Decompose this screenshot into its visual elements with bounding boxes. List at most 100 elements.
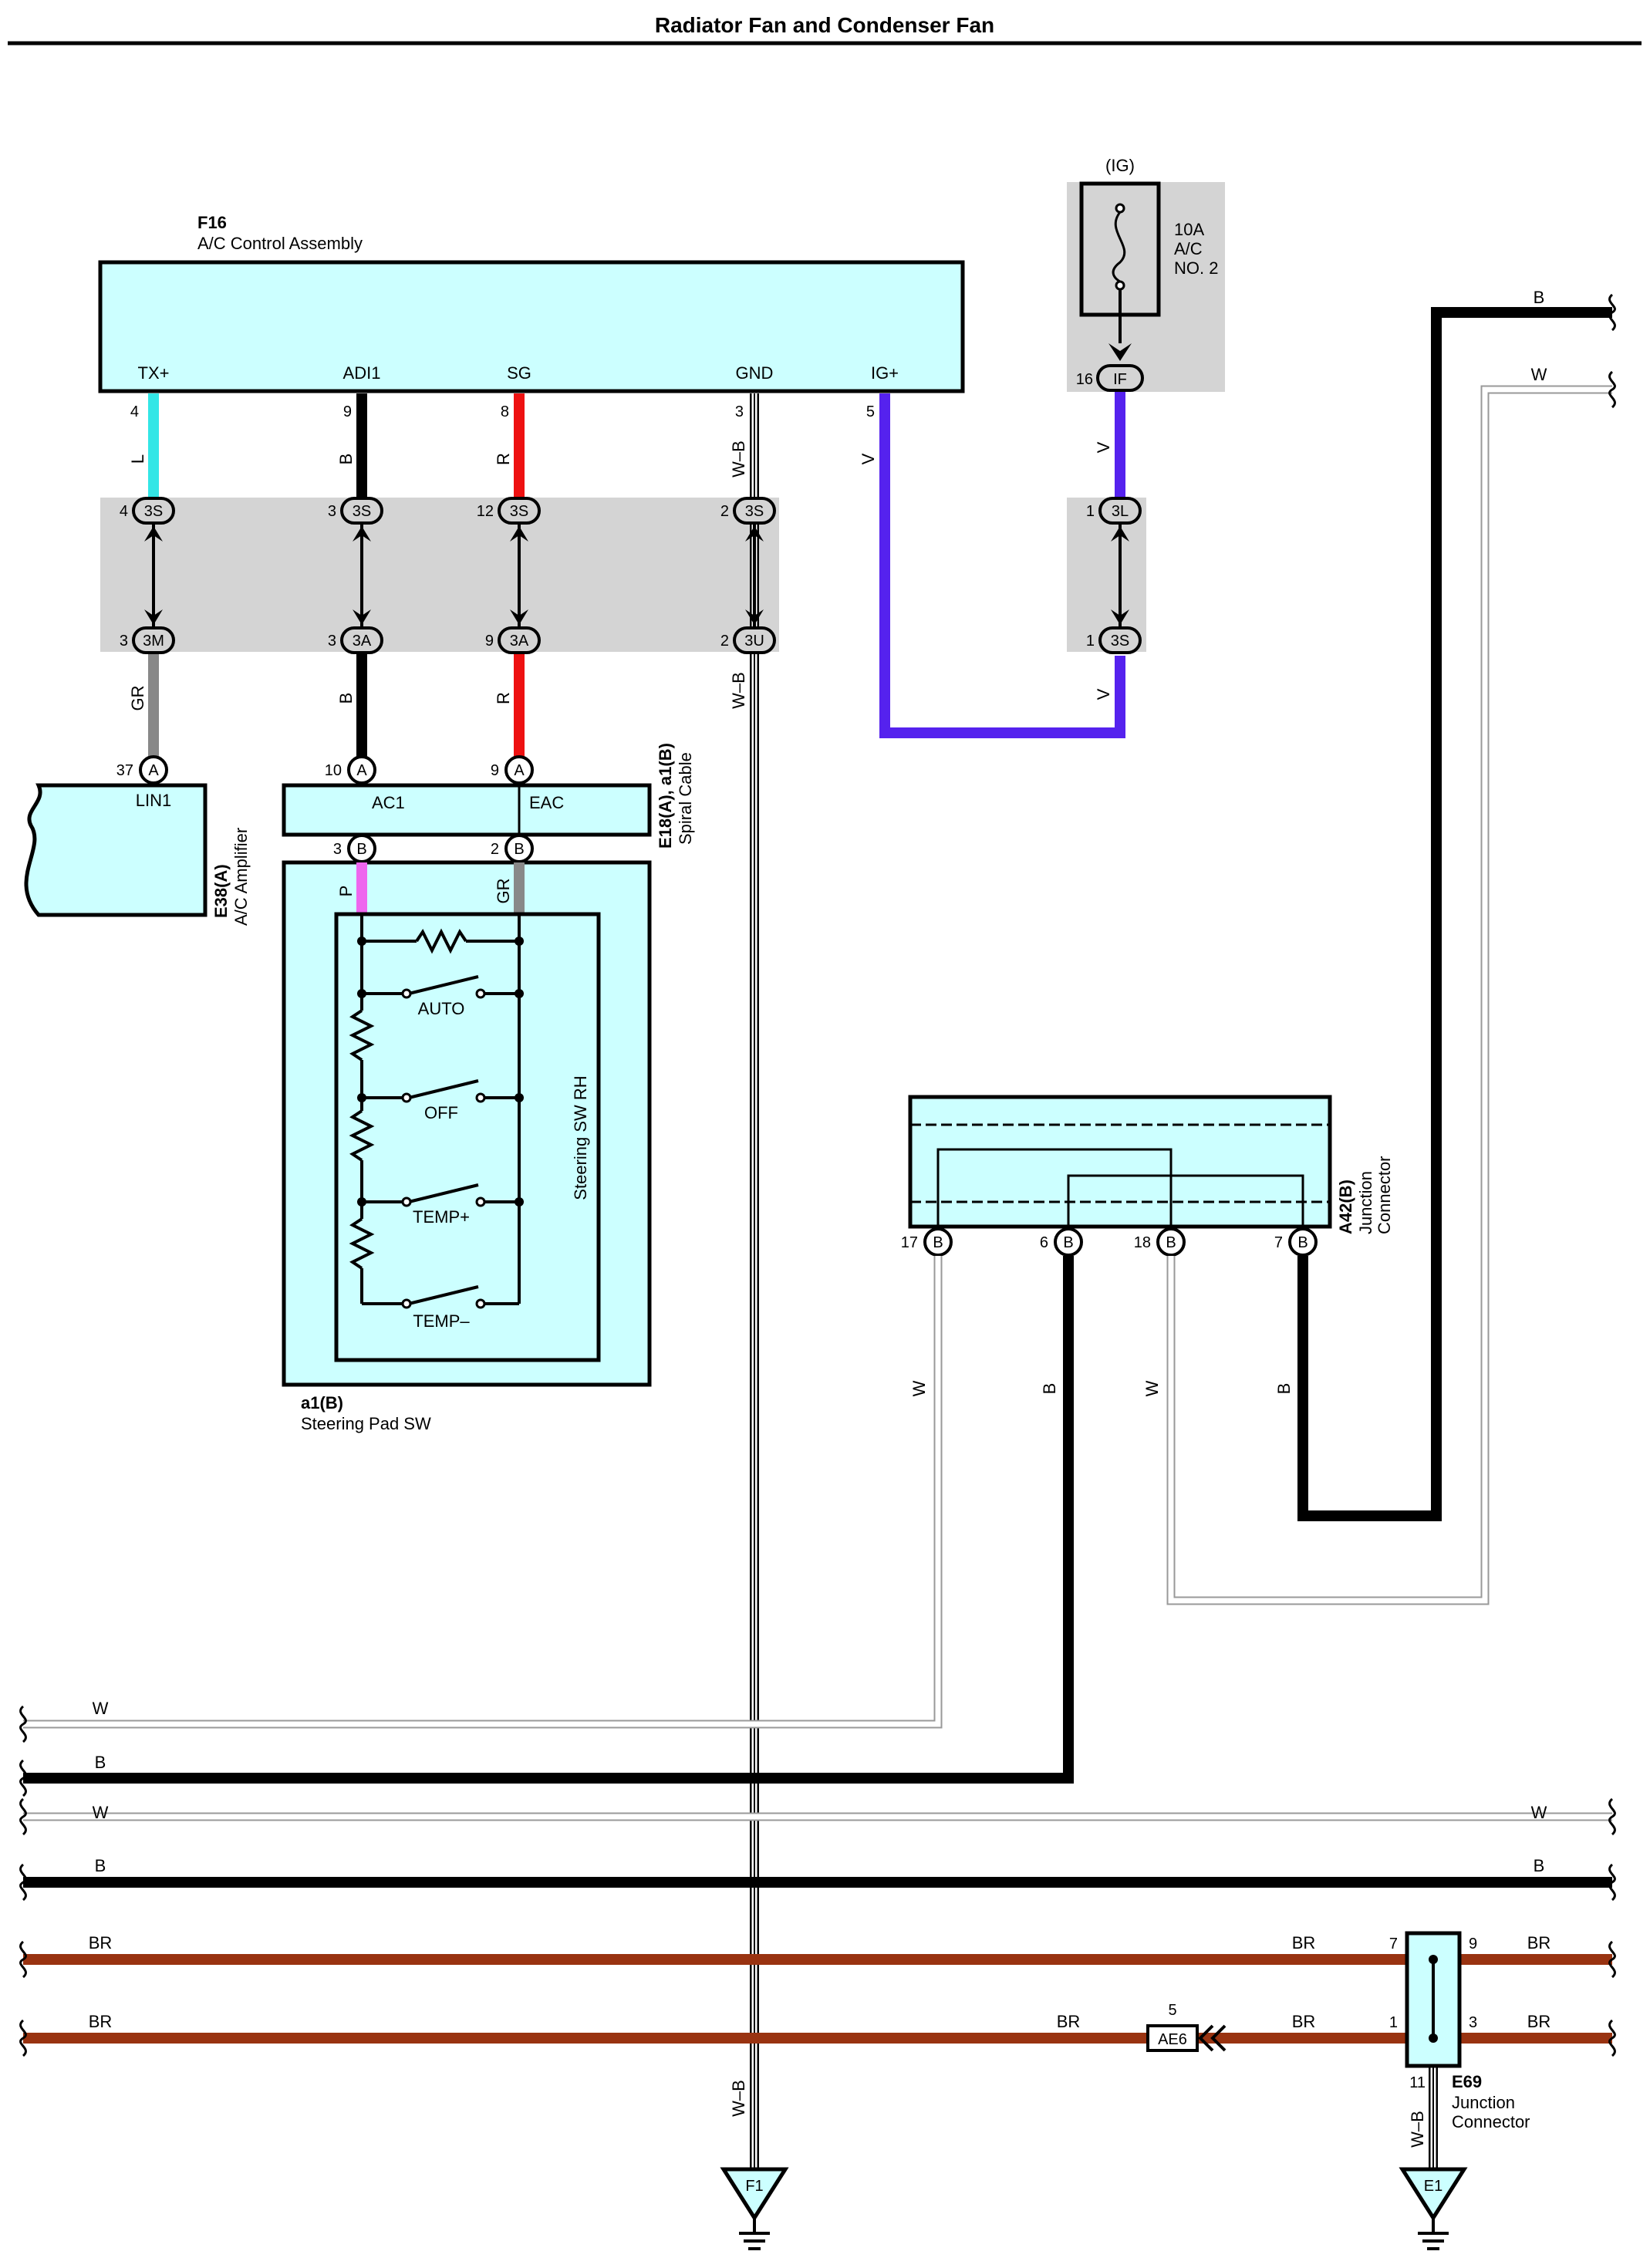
ground-f1-symbol-icon	[739, 2218, 770, 2250]
ae6-label: AE6	[1158, 2031, 1187, 2048]
a42-pin-6	[1054, 1227, 1083, 1257]
fuse-name1: A/C	[1174, 239, 1203, 258]
connector-lower-1-num: 3	[120, 633, 128, 650]
connector-upper-3-num: 12	[477, 503, 494, 520]
ground-e1-symbol-icon	[1418, 2218, 1449, 2250]
fuse-terminal-top	[1115, 203, 1125, 214]
fuse-icon	[1112, 211, 1126, 283]
connector-upper-4	[733, 497, 776, 525]
e18-body	[282, 783, 652, 837]
a42-link-1	[936, 1148, 1173, 1242]
f16-pin-adi1: ADI1	[343, 363, 381, 383]
connector-upper-1-id: 3S	[144, 503, 163, 520]
e18-pin-eac: EAC	[529, 793, 564, 812]
e18-conn-a2: A	[514, 762, 525, 779]
f16-name: A/C Control Assembly	[197, 234, 363, 253]
f16-pinnum-4: 4	[130, 403, 139, 420]
a42-conn-2: B	[1063, 1234, 1073, 1251]
bus-label-BR1: BR	[89, 1933, 113, 1952]
f16-ref: F16	[197, 213, 227, 232]
a42-num-17: 17	[901, 1234, 918, 1251]
connector-lower-5	[1098, 626, 1142, 654]
a1-name: Steering Pad SW	[301, 1414, 431, 1433]
wire-label-GR1: GR	[128, 686, 147, 711]
upper-connectors	[132, 497, 1142, 525]
e18-name: Spiral Cable	[676, 752, 695, 845]
a42-num-6: 6	[1040, 1234, 1048, 1251]
ground-e1-icon	[1399, 2167, 1468, 2222]
connector-upper-2-num: 3	[328, 503, 336, 520]
break-marks-left	[19, 1705, 27, 2057]
f16-pin-sg: SG	[507, 363, 531, 383]
connector-upper-1	[132, 497, 175, 525]
f16-pinnum-5: 5	[866, 403, 875, 420]
connector-upper-4-id: 3S	[745, 503, 764, 520]
connector-lower-5-num: 1	[1086, 633, 1095, 650]
wire-V-ig	[879, 393, 1125, 738]
a42-num-7: 7	[1274, 1234, 1283, 1251]
e38-pin-circle	[139, 755, 168, 785]
ae6-box	[1146, 2024, 1199, 2052]
wire-label-B2: B	[336, 693, 356, 704]
f16-pin-tx: TX+	[138, 363, 170, 383]
switch-off: OFF	[424, 1103, 458, 1122]
ae6-arrow-icon	[1198, 2024, 1227, 2052]
wire-label-L: L	[128, 454, 147, 464]
e18-num-9: 9	[491, 762, 499, 779]
fuse-panel	[1067, 182, 1225, 392]
wire-label-WB-f1: W–B	[729, 2080, 748, 2117]
e69-ref: E69	[1452, 2072, 1482, 2091]
e69-name2: Connector	[1452, 2112, 1530, 2131]
wire-label-V1: V	[859, 453, 878, 464]
ground-f1-icon	[720, 2167, 789, 2222]
a42-num-18: 18	[1134, 1234, 1151, 1251]
connector-upper-5-id: 3L	[1112, 503, 1129, 520]
wire-label-WB2: W–B	[729, 672, 748, 709]
connector-lower-5-id: 3S	[1111, 633, 1129, 650]
a42-pin-18	[1156, 1227, 1186, 1257]
connector-if-id: IF	[1113, 371, 1127, 388]
a42-body	[908, 1095, 1332, 1229]
a1-body	[282, 860, 652, 1387]
connector-panel-left	[100, 498, 779, 652]
connector-upper-2	[340, 497, 383, 525]
connector-lower-4-id: 3U	[744, 633, 764, 650]
f16-body	[98, 260, 965, 393]
w-wires-inner	[23, 386, 1612, 1820]
e18-conn-a1: A	[356, 762, 367, 779]
connector-upper-4-num: 2	[720, 503, 729, 520]
switch-temp-plus: TEMP+	[413, 1207, 470, 1227]
connector-lower-4-num: 2	[720, 633, 729, 650]
a1-ref: a1(B)	[301, 1393, 343, 1412]
e18-pin-a1	[347, 755, 376, 785]
switch-temp-minus: TEMP–	[413, 1311, 470, 1331]
wire-label-B1: B	[336, 454, 356, 465]
e69-pin-3: 3	[1469, 2014, 1477, 2031]
bus-label-W2: W	[93, 1803, 109, 1822]
e38-body	[24, 783, 208, 917]
ig-label: (IG)	[1105, 156, 1135, 175]
e38-pin-num: 37	[116, 762, 133, 779]
e18-ref: E18(A), a1(B)	[656, 743, 675, 849]
a42-pin-17	[923, 1227, 953, 1257]
wire-label-WB1: W–B	[729, 440, 748, 478]
e69-pin-11: 11	[1409, 2074, 1426, 2091]
bus-label-B1: B	[95, 1753, 106, 1772]
bus-label-BR2-mid: BR	[1292, 2012, 1316, 2031]
a42-conn-1: B	[933, 1234, 943, 1251]
fuse-arrow-icon	[1108, 343, 1132, 361]
e38-pin-name: LIN1	[136, 791, 171, 810]
connector-upper-3-id: 3S	[510, 503, 528, 520]
connector-lower-2-num: 3	[328, 633, 336, 650]
e38-conn: A	[148, 762, 159, 779]
bus-label-BR2-mid2: BR	[1057, 2012, 1081, 2031]
e18-num-3: 3	[333, 841, 342, 858]
connector-if	[1096, 364, 1144, 392]
wire-label-a42-W1: W	[909, 1380, 929, 1396]
e69-node-2	[1429, 2033, 1438, 2043]
connector-arrow-icons	[144, 526, 1129, 625]
switch-network	[349, 914, 521, 1305]
e18-conn-b1: B	[356, 841, 366, 858]
e38-ref: E38(A)	[211, 864, 231, 918]
connector-upper-3	[498, 497, 541, 525]
